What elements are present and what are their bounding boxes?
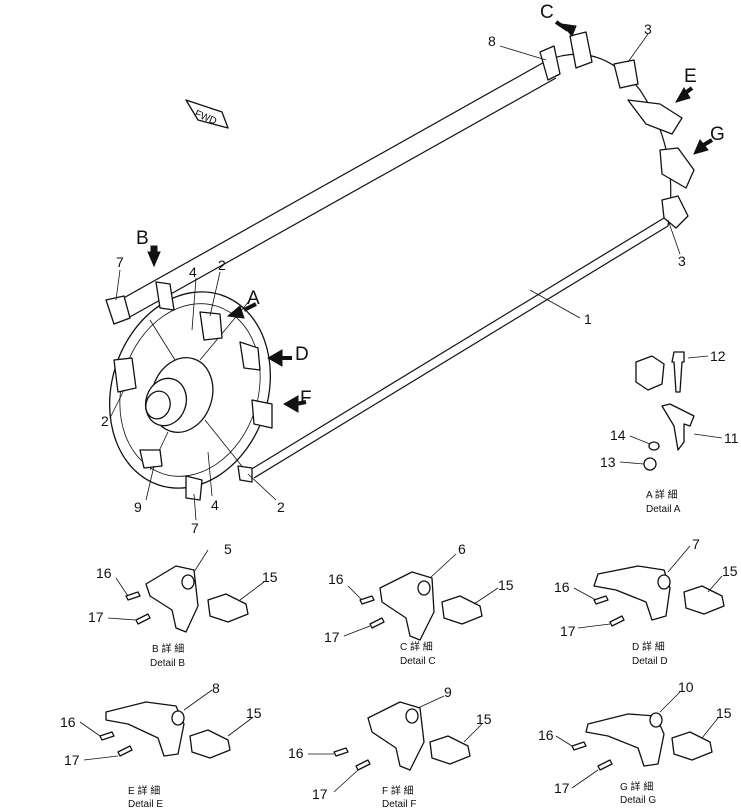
callout-11: 11 xyxy=(724,430,739,446)
drum-body xyxy=(119,53,672,479)
detail-e-n15: 15 xyxy=(246,705,262,721)
callout-4-top: 4 xyxy=(189,264,197,280)
arrow-letter-g: G xyxy=(710,124,725,145)
detail-g-caption-jp: G 詳 細 xyxy=(620,780,653,793)
detail-b-n17: 17 xyxy=(88,609,104,625)
detail-d-shapes xyxy=(593,565,725,627)
detail-c-caption-en: Detail C xyxy=(400,656,436,667)
arrow-letter-c: C xyxy=(540,2,554,23)
callout-8: 8 xyxy=(488,33,496,49)
detail-f-n15: 15 xyxy=(476,711,492,727)
detail-f-n16: 16 xyxy=(288,745,304,761)
detail-a-caption-jp: A 詳 細 xyxy=(646,488,678,501)
detail-d-part: 7 xyxy=(692,536,700,552)
detail-d-caption-en: Detail D xyxy=(632,656,668,667)
detail-d-n15: 15 xyxy=(722,563,738,579)
detail-c-shapes xyxy=(359,571,483,641)
detail-g-shapes xyxy=(571,712,713,771)
detail-blocks-shapes xyxy=(125,565,249,633)
detail-c-part: 6 xyxy=(458,541,466,557)
detail-g-n17: 17 xyxy=(554,780,570,796)
fwd-indicator: FWD xyxy=(185,99,229,129)
callout-14: 14 xyxy=(610,427,626,443)
detail-b-part: 5 xyxy=(224,541,232,557)
callout-2-bottom: 2 xyxy=(277,499,285,515)
callout-2-left: 2 xyxy=(101,413,109,429)
callout-1: 1 xyxy=(584,311,592,327)
detail-f-part: 9 xyxy=(444,684,452,700)
detail-g-n15: 15 xyxy=(716,705,732,721)
detail-f-shapes xyxy=(333,701,471,771)
callout-4-bottom: 4 xyxy=(211,497,219,513)
callout-12: 12 xyxy=(710,348,726,364)
callout-13: 13 xyxy=(600,454,616,470)
callout-9: 9 xyxy=(134,499,142,515)
detail-g-caption-en: Detail G xyxy=(620,795,656,806)
detail-b-caption-en: Detail B xyxy=(150,658,185,669)
callout-2-top: 2 xyxy=(218,257,226,273)
detail-b-caption-jp: B 詳 細 xyxy=(152,642,184,655)
callout-3-top: 3 xyxy=(644,21,652,37)
arrow-letter-e: E xyxy=(684,66,697,87)
detail-c-n16: 16 xyxy=(328,571,344,587)
detail-e-n16: 16 xyxy=(60,714,76,730)
detail-e-shapes xyxy=(99,701,231,759)
detail-b-n15: 15 xyxy=(262,569,278,585)
callout-7-bottom: 7 xyxy=(191,520,199,536)
detail-g-n16: 16 xyxy=(538,727,554,743)
detail-d-caption-jp: D 詳 細 xyxy=(632,640,665,653)
detail-f-caption-jp: F 詳 細 xyxy=(382,784,414,797)
detail-c-n15: 15 xyxy=(498,577,514,593)
arrow-letter-d: D xyxy=(295,344,309,365)
detail-c-caption-jp: C 詳 細 xyxy=(400,640,433,653)
callout-3-right: 3 xyxy=(678,253,686,269)
leader-lines xyxy=(109,33,681,521)
arrow-letter-b: B xyxy=(136,228,149,249)
detail-g-part: 10 xyxy=(678,679,694,695)
callout-7-top: 7 xyxy=(116,254,124,270)
drum-end-plate xyxy=(108,291,272,489)
detail-f-caption-en: Detail F xyxy=(382,799,416,809)
detail-e-caption-jp: E 詳 細 xyxy=(128,784,160,797)
detail-a-caption-en: Detail A xyxy=(646,504,681,515)
detail-d-n16: 16 xyxy=(554,579,570,595)
detail-e-part: 8 xyxy=(212,680,220,696)
detail-arrows xyxy=(147,20,714,413)
left-end-bits xyxy=(105,281,273,501)
arrow-letter-f: F xyxy=(300,388,312,409)
detail-c-n17: 17 xyxy=(324,629,340,645)
detail-a-group xyxy=(619,351,723,471)
detail-d-n17: 17 xyxy=(560,623,576,639)
detail-e-caption-en: Detail E xyxy=(128,799,163,809)
right-end-bits xyxy=(539,31,695,229)
detail-f-n17: 17 xyxy=(312,786,328,802)
detail-b-n16: 16 xyxy=(96,565,112,581)
arrow-letter-a: A xyxy=(247,288,260,309)
detail-e-n17: 17 xyxy=(64,752,80,768)
